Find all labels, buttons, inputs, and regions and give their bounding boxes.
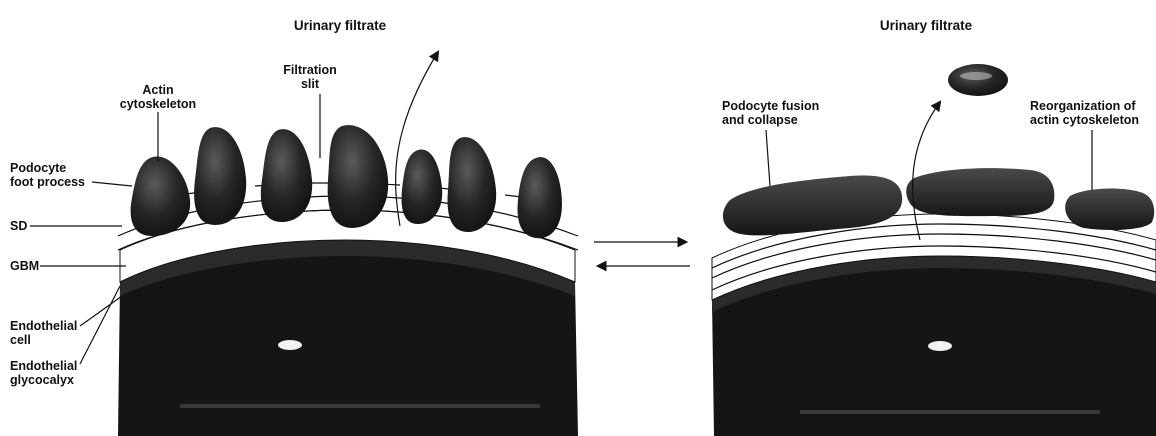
- foot-process-5: [402, 149, 443, 224]
- left-podocyte-foot-processes: [131, 125, 562, 238]
- leader-podocyte-fusion: [766, 130, 770, 186]
- left-urinary-filtrate-title: Urinary filtrate: [294, 18, 387, 33]
- label-actin-cytoskeleton: actin cytoskeleton: [1030, 113, 1139, 127]
- fused-podocyte-2: [906, 168, 1054, 216]
- escaping-protein: [948, 64, 1008, 96]
- label-glycocalyx-2: glycocalyx: [10, 373, 74, 387]
- label-endothelial-cell-2: cell: [10, 333, 31, 347]
- leader-podocyte: [92, 182, 132, 186]
- label-glycocalyx-1: Endothelial: [10, 359, 77, 373]
- right-urinary-filtrate-title: Urinary filtrate: [880, 18, 973, 33]
- foot-process-6: [448, 137, 497, 232]
- label-reorganization: Reorganization of: [1030, 99, 1136, 113]
- label-podocyte-fusion: Podocyte fusion: [722, 99, 819, 113]
- foot-process-1: [131, 156, 191, 236]
- label-slit: slit: [301, 77, 320, 91]
- label-and-collapse: and collapse: [722, 113, 798, 127]
- foot-process-3: [261, 129, 312, 222]
- equilibrium-arrows: [594, 242, 690, 266]
- label-endothelial-cell-1: Endothelial: [10, 319, 77, 333]
- left-cell-texture: [180, 404, 540, 408]
- protein-highlight: [960, 72, 992, 80]
- left-panel: Urinary filtrate Actin cytoskelet: [10, 18, 578, 436]
- fused-podocyte-3: [1065, 189, 1154, 230]
- label-filtration: Filtration: [283, 63, 336, 77]
- label-podocyte: Podocyte: [10, 161, 66, 175]
- label-gbm: GBM: [10, 259, 39, 273]
- foot-process-7: [518, 157, 562, 238]
- right-endothelial-nucleus: [928, 341, 952, 351]
- left-endothelial-nucleus: [278, 340, 302, 350]
- label-foot-process: foot process: [10, 175, 85, 189]
- label-actin: Actin: [142, 83, 173, 97]
- label-cytoskeleton: cytoskeleton: [120, 97, 196, 111]
- label-sd: SD: [10, 219, 27, 233]
- leader-endothelial-cell: [80, 296, 122, 326]
- leader-glycocalyx: [80, 286, 120, 364]
- foot-process-4: [328, 125, 389, 228]
- foot-process-2: [194, 127, 246, 225]
- right-cell-texture: [800, 410, 1100, 414]
- right-panel: Urinary filtrate Podocyte fusion and col…: [712, 18, 1156, 436]
